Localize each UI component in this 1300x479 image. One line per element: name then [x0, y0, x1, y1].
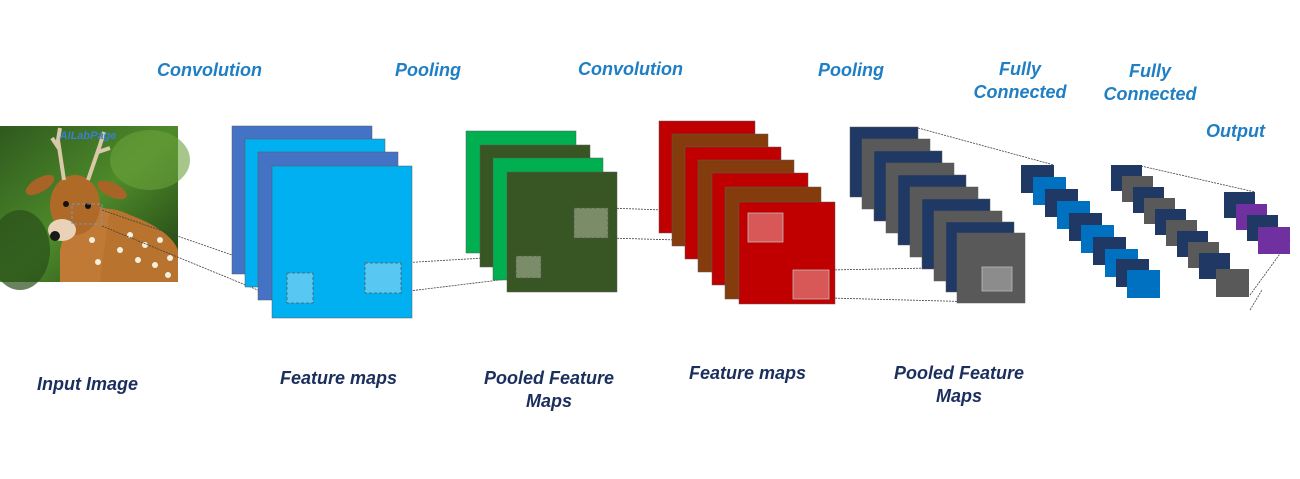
pool1-patch — [515, 255, 542, 279]
stage-label-fully-connected-2: Fully Connected — [1103, 61, 1197, 104]
stage-label-output: Output — [1206, 121, 1265, 141]
stage-label-convolution-2: Convolution — [578, 59, 683, 79]
conv2-patch — [747, 212, 784, 243]
fc2-layer — [1111, 165, 1249, 297]
bottom-label-pooled-feature-maps-2: Pooled Feature Maps — [893, 363, 1025, 406]
stage-label-pooling-1: Pooling — [395, 60, 461, 80]
stage-label-convolution-1: Convolution — [157, 60, 262, 80]
conv1-feature-maps — [231, 125, 413, 319]
bottom-label-pooled-feature-maps-1: Pooled Feature Maps — [483, 368, 615, 411]
fc1-layer — [1021, 165, 1160, 298]
bottom-label-feature-maps-2: Feature maps — [689, 363, 807, 383]
conv1-patch — [286, 272, 314, 304]
output-layer — [1224, 192, 1290, 254]
pool1-patch — [573, 207, 609, 239]
conv2-patch — [792, 269, 830, 300]
conv2-feature-maps — [658, 120, 836, 305]
input-receptive-field — [71, 203, 103, 225]
stage-label-pooling-2: Pooling — [818, 60, 884, 80]
output-neuron — [1258, 227, 1290, 254]
input-image-watermark: AILabPage — [59, 130, 117, 142]
conv1-patch — [364, 262, 402, 294]
bottom-label-input-image: Input Image — [37, 374, 139, 394]
fc2-neuron — [1216, 269, 1249, 297]
fc1-neuron — [1127, 270, 1160, 298]
pool2-patch — [981, 266, 1013, 292]
pool1-feature-maps — [465, 130, 618, 293]
stage-label-fully-connected-1: Fully Connected — [973, 59, 1067, 102]
pool2-feature-maps — [849, 126, 1026, 304]
input-image: AILabPage — [0, 126, 190, 290]
bottom-label-feature-maps-1: Feature maps — [280, 368, 398, 388]
